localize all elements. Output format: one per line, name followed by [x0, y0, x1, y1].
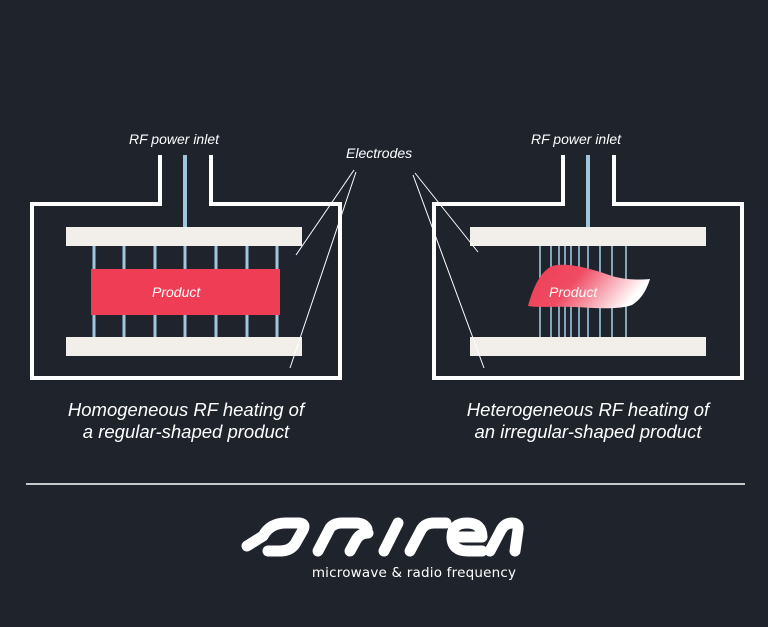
- left-chamber: [30, 155, 342, 380]
- electrode-pointers: [289, 169, 485, 369]
- right-chamber-outline: [432, 155, 744, 380]
- logo-wordmark-text: sairem: [0, 0, 48, 4]
- right-top-electrode: [470, 227, 706, 246]
- left-caption: Homogeneous RF heating of a regular-shap…: [16, 399, 356, 443]
- right-bottom-electrode: [470, 337, 706, 356]
- left-product-label: Product: [152, 284, 201, 300]
- brand-tagline: microwave & radio frequency: [311, 565, 517, 581]
- left-top-electrode: [66, 227, 302, 246]
- right-chamber: [432, 155, 744, 380]
- left-inlet-label: RF power inlet: [129, 131, 220, 147]
- right-caption-line1: Heterogeneous RF heating of: [466, 399, 710, 420]
- electrodes-label: Electrodes: [346, 145, 413, 161]
- right-product-label: Product: [549, 284, 598, 300]
- sairem-logo: [241, 517, 524, 557]
- left-product: [91, 269, 280, 315]
- right-caption-line2: an irregular-shaped product: [474, 421, 702, 442]
- right-inlet-label: RF power inlet: [531, 131, 622, 147]
- left-caption-line2: a regular-shaped product: [82, 421, 290, 442]
- right-caption: Heterogeneous RF heating of an irregular…: [418, 399, 758, 443]
- left-caption-line1: Homogeneous RF heating of: [67, 399, 305, 420]
- right-product: [528, 264, 650, 309]
- left-chamber-outline: [30, 155, 342, 380]
- left-bottom-electrode: [66, 337, 302, 356]
